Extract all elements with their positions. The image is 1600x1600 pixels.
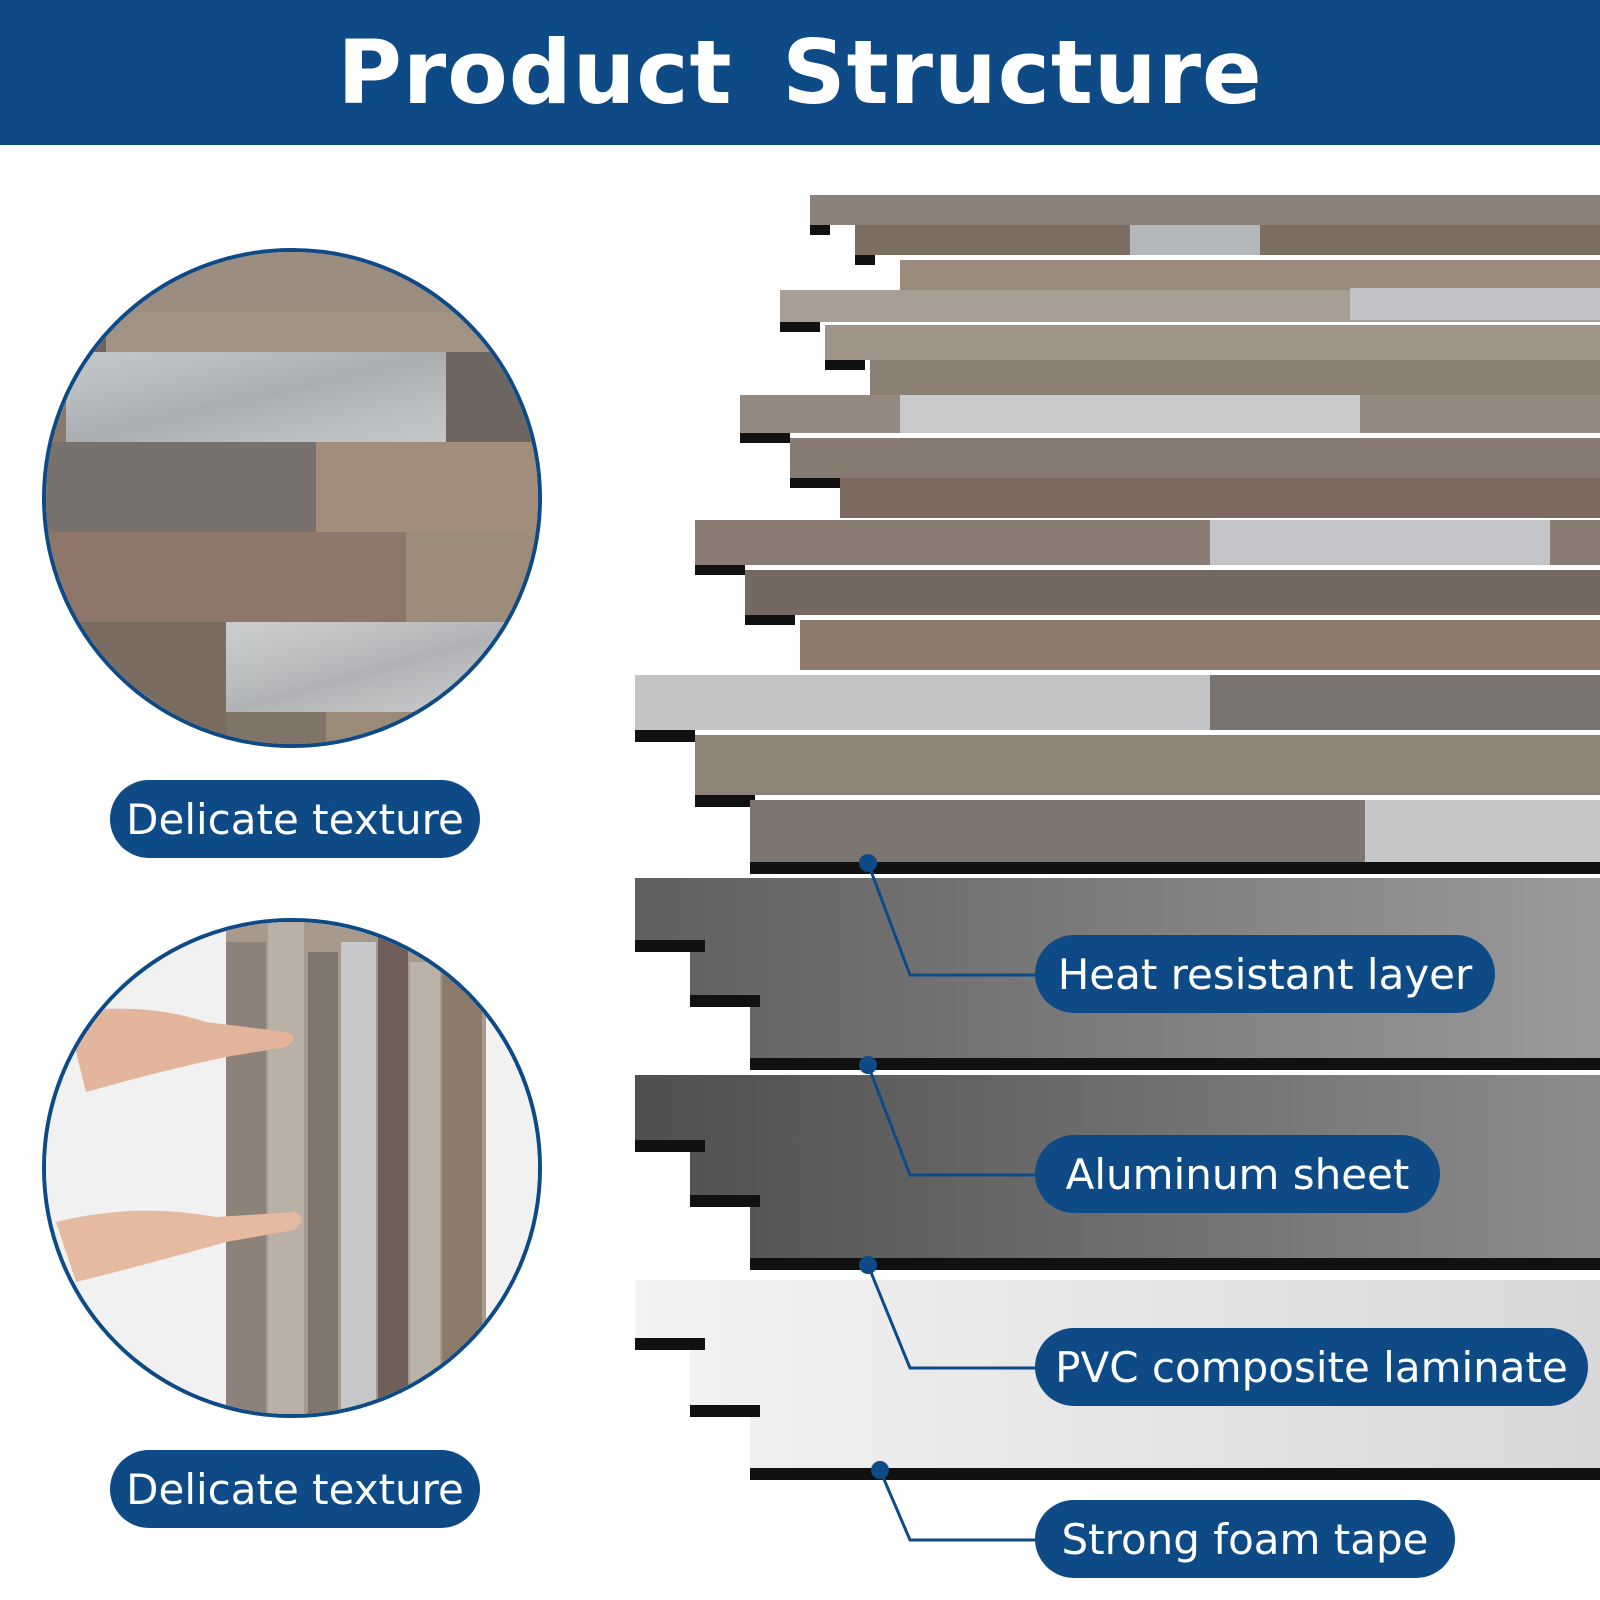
hands-demo-circle: [42, 918, 542, 1418]
leader-line-heat: [866, 862, 1040, 977]
layer-label-pvc-text: PVC composite laminate: [1055, 1342, 1568, 1392]
page-title: Product Structure: [337, 21, 1263, 124]
texture-label-bottom: Delicate texture: [110, 1450, 480, 1528]
marker-dot-heat: [859, 854, 877, 872]
layer-label-pvc: PVC composite laminate: [1035, 1328, 1588, 1406]
leader-line-pvc: [866, 1264, 1040, 1370]
layer-label-foam-tape-text: Strong foam tape: [1061, 1514, 1429, 1564]
layer-label-heat-resistant: Heat resistant layer: [1035, 935, 1495, 1013]
layer-label-aluminum: Aluminum sheet: [1035, 1135, 1440, 1213]
layer-label-foam-tape: Strong foam tape: [1035, 1500, 1455, 1578]
hands-holding-tile-image: [46, 922, 538, 1414]
leader-line-aluminum: [866, 1064, 1040, 1177]
marker-dot-foam: [871, 1461, 889, 1479]
layer-label-heat-resistant-text: Heat resistant layer: [1057, 949, 1473, 999]
texture-label-top-text: Delicate texture: [126, 794, 464, 844]
tile-surface-layer: [635, 195, 1600, 874]
texture-label-bottom-text: Delicate texture: [126, 1464, 464, 1514]
marker-dot-pvc: [859, 1256, 877, 1274]
layer-label-aluminum-text: Aluminum sheet: [1065, 1149, 1410, 1199]
texture-label-top: Delicate texture: [110, 780, 480, 858]
leader-line-foam: [878, 1469, 1040, 1542]
marker-dot-aluminum: [859, 1056, 877, 1074]
header-banner: Product Structure: [0, 0, 1600, 145]
